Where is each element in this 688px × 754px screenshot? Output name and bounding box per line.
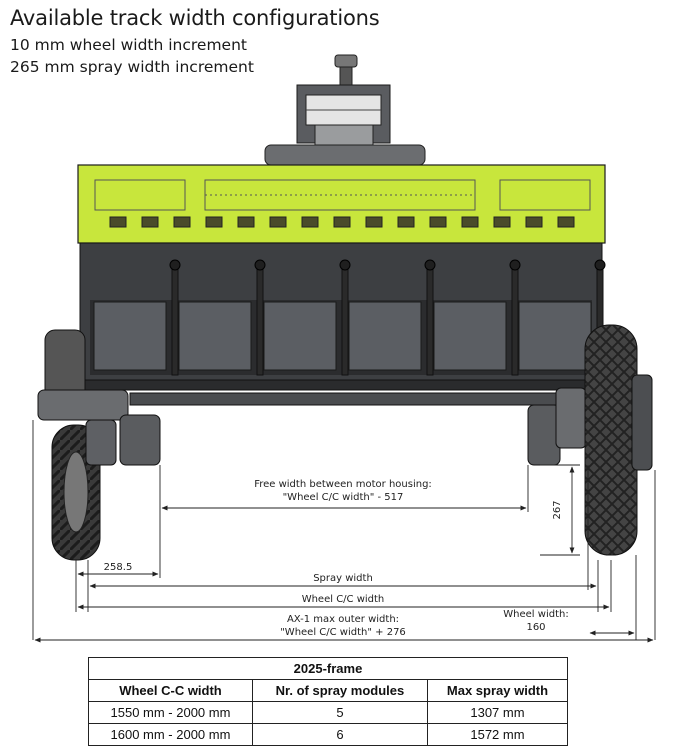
column-header: Max spray width bbox=[426, 679, 569, 702]
spray-width-label: Spray width bbox=[313, 573, 373, 584]
right-wheel bbox=[527, 324, 653, 556]
frame-slot bbox=[333, 216, 351, 228]
wheel-width-value: 160 bbox=[526, 622, 545, 633]
spray-module-panel bbox=[263, 301, 337, 371]
subtitle-wheel-increment: 10 mm wheel width increment bbox=[10, 36, 247, 54]
table-caption: 2025-frame bbox=[88, 657, 568, 680]
free-width-formula: "Wheel C/C width" - 517 bbox=[283, 492, 404, 503]
frame-slot bbox=[141, 216, 159, 228]
nozzle-hose bbox=[171, 264, 179, 376]
wheel-width-label: Wheel width: bbox=[503, 609, 568, 620]
table-cell: 1307 mm bbox=[426, 701, 569, 724]
offset-dimension: 258.5 bbox=[104, 562, 133, 573]
table-row: 1550 mm - 2000 mm 5 1307 mm bbox=[88, 701, 569, 724]
frame-slot bbox=[429, 216, 447, 228]
nozzle-hose bbox=[256, 264, 264, 376]
nozzle-head bbox=[509, 259, 521, 271]
table-cell: 1550 mm - 2000 mm bbox=[88, 701, 253, 724]
table-cell: 6 bbox=[251, 723, 428, 746]
table-row: 1600 mm - 2000 mm 6 1572 mm bbox=[88, 723, 569, 746]
frame-slot bbox=[301, 216, 319, 228]
free-width-label: Free width between motor housing: bbox=[254, 479, 432, 490]
frame-slot bbox=[397, 216, 415, 228]
nozzle-head bbox=[424, 259, 436, 271]
left-wheel bbox=[37, 329, 161, 561]
spray-module-panel bbox=[178, 301, 252, 371]
nozzle-hose bbox=[511, 264, 519, 376]
dimension-lines bbox=[32, 420, 656, 643]
green-frame bbox=[77, 164, 606, 244]
frame-spec-table: 2025-frame Wheel C-C width Nr. of spray … bbox=[88, 657, 569, 746]
frame-slot bbox=[493, 216, 511, 228]
spray-module-panel bbox=[518, 301, 592, 371]
spray-module-panel bbox=[93, 301, 167, 371]
frame-slot bbox=[109, 216, 127, 228]
nozzle-hose bbox=[426, 264, 434, 376]
frame-slot bbox=[173, 216, 191, 228]
nozzle-head bbox=[254, 259, 266, 271]
column-header: Nr. of spray modules bbox=[251, 679, 428, 702]
frame-slot bbox=[525, 216, 543, 228]
nozzle-head bbox=[169, 259, 181, 271]
subtitle-spray-increment: 265 mm spray width increment bbox=[10, 58, 254, 76]
sensor-mast bbox=[264, 54, 426, 166]
page-title: Available track width configurations bbox=[10, 6, 380, 30]
frame-slot bbox=[461, 216, 479, 228]
table-cell: 1600 mm - 2000 mm bbox=[88, 723, 253, 746]
table-cell: 5 bbox=[251, 701, 428, 724]
frame-slot bbox=[557, 216, 575, 228]
spray-module-panel bbox=[433, 301, 507, 371]
nozzle-hose bbox=[341, 264, 349, 376]
max-outer-width-formula: "Wheel C/C width" + 276 bbox=[280, 627, 406, 638]
frame-slot bbox=[365, 216, 383, 228]
frame-slot bbox=[269, 216, 287, 228]
frame-slot bbox=[205, 216, 223, 228]
spray-module-panel bbox=[348, 301, 422, 371]
table-cell: 1572 mm bbox=[426, 723, 569, 746]
frame-slot bbox=[237, 216, 255, 228]
spray-body bbox=[79, 242, 606, 406]
wheel-cc-label: Wheel C/C width bbox=[302, 594, 385, 605]
nozzle-head bbox=[594, 259, 606, 271]
column-header: Wheel C-C width bbox=[88, 679, 253, 702]
nozzle-head bbox=[339, 259, 351, 271]
max-outer-width-label: AX-1 max outer width: bbox=[287, 614, 399, 625]
height-dimension: 267 bbox=[552, 500, 563, 519]
